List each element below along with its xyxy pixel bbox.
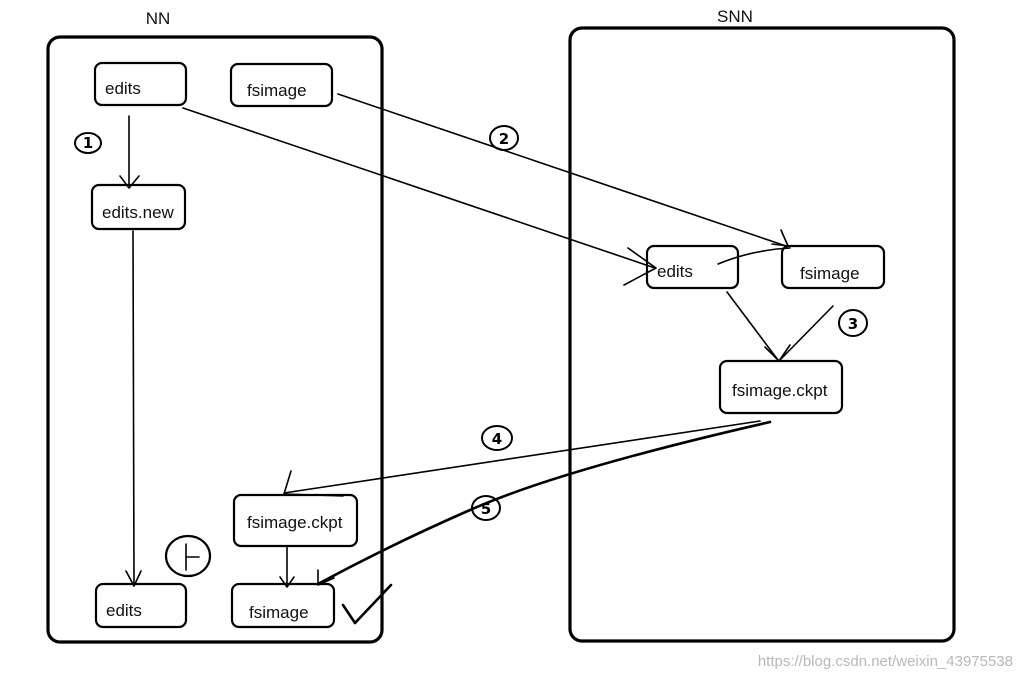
arrow-snn-edits-to-ckpt (726, 291, 779, 361)
arrow-nn-fsimage-to-snn-fsimage (337, 93, 787, 247)
nn-panel (46, 35, 384, 644)
step-marker-4: 4 (481, 425, 513, 451)
step-2-label: 2 (499, 130, 509, 148)
snn-edits-label: edits (657, 262, 693, 281)
step-5-label: 5 (481, 500, 491, 518)
nn-edits-bottom-node: edits (94, 582, 188, 629)
arrow-head-nn-fsimage-bottom (317, 569, 335, 586)
nn-title: NN (146, 9, 171, 28)
step-marker-6 (164, 534, 212, 578)
arrow-head-snn-ckpt (764, 344, 791, 362)
snn-fsimage-ckpt-node: fsimage.ckpt (718, 359, 844, 415)
snn-fsimage-node: fsimage (780, 244, 886, 290)
step-4-label: 4 (492, 430, 502, 448)
nn-edits-new-label: edits.new (102, 203, 175, 222)
step-marker-1: 1 (74, 132, 102, 154)
nn-edits-new-node: edits.new (90, 183, 187, 231)
arrow-editsnew-to-edits-bottom (132, 230, 135, 585)
arrow-snn-ckpt-to-nn-fsimage (316, 420, 772, 586)
arrow-head-nn-fsimage (279, 576, 295, 588)
check-icon (341, 583, 393, 625)
arrow-snn-ckpt-to-nn-ckpt (283, 420, 761, 494)
snn-fsimage-ckpt-label: fsimage.ckpt (732, 381, 828, 400)
step-3-label: 3 (848, 315, 858, 333)
nn-fsimage-bottom-label: fsimage (249, 603, 309, 622)
step-marker-2: 2 (489, 125, 519, 151)
watermark: https://blog.csdn.net/weixin_43975538 (758, 653, 1013, 670)
arrow-head-editsnew (119, 175, 140, 189)
arrow-head-snn-fsimage (771, 229, 789, 247)
nn-edits-label: edits (105, 79, 141, 98)
nn-fsimage-bottom-node: fsimage (230, 582, 336, 629)
step-1-label: 1 (83, 134, 93, 152)
merge-curve (717, 247, 791, 265)
snn-title: SNN (717, 7, 753, 26)
nn-fsimage-ckpt-node: fsimage.ckpt (232, 493, 359, 548)
arrow-snn-fsimage-to-ckpt (779, 305, 834, 361)
step-marker-5: 5 (471, 495, 501, 521)
nn-edits-node: edits (93, 61, 188, 107)
nn-fsimage-top-label: fsimage (247, 81, 307, 100)
arrow-head-nn-ckpt (283, 470, 344, 497)
arrow-nn-edits-to-snn-edits (182, 107, 656, 269)
snn-panel (568, 26, 956, 643)
arrow-head-edits-bottom (125, 570, 142, 587)
arrow-head-snn-edits (623, 247, 657, 286)
nn-fsimage-ckpt-label: fsimage.ckpt (247, 513, 343, 532)
nn-fsimage-top-node: fsimage (229, 62, 334, 108)
snn-fsimage-label: fsimage (800, 264, 860, 283)
step-marker-3: 3 (838, 309, 868, 337)
snn-edits-node: edits (645, 244, 740, 290)
nn-edits-bottom-label: edits (106, 601, 142, 620)
step-6-glyph (185, 543, 200, 571)
